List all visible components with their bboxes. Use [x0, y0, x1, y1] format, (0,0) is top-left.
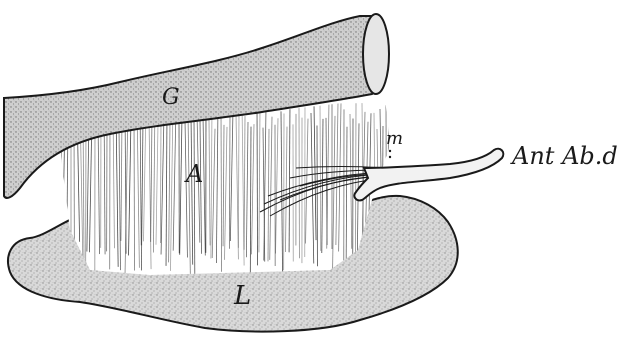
- label-nerve: Ant Ab.d: [510, 142, 618, 170]
- label-m: m: [386, 128, 403, 149]
- label-g: G: [162, 85, 180, 110]
- muscle-fiber-line: [134, 114, 135, 271]
- label-a: A: [184, 160, 203, 188]
- marker-m-dot-1: [389, 150, 391, 152]
- label-l: L: [233, 281, 251, 311]
- tube-opening: [363, 14, 389, 94]
- muscle-fiber-line: [257, 104, 258, 265]
- marker-m-dot-2: [389, 156, 391, 158]
